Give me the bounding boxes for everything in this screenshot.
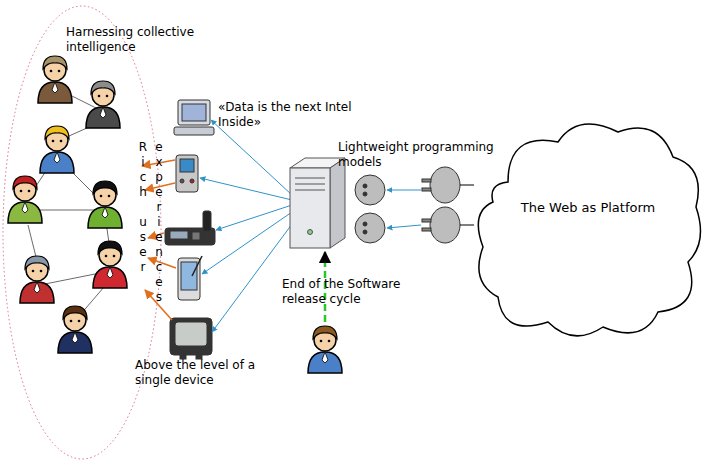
person-icon — [40, 126, 74, 173]
handheld-console-icon — [176, 155, 198, 192]
person-icon — [20, 256, 54, 303]
node-outline — [468, 112, 708, 347]
person-icon — [58, 306, 92, 353]
arrow — [216, 205, 292, 230]
plug-icon — [430, 207, 460, 243]
devices — [165, 100, 215, 359]
blue-arrows — [200, 120, 295, 332]
phone-icon — [165, 211, 215, 245]
annotation-label: End of the Software release cycle — [282, 277, 430, 307]
person-icon — [308, 326, 342, 373]
server-icon — [290, 158, 345, 248]
monitor-icon — [174, 100, 214, 135]
person-icon — [88, 181, 122, 228]
node-text: Harnessing collective intelligence — [66, 25, 211, 55]
person-icon — [38, 56, 72, 103]
socket-icon — [355, 213, 385, 243]
plug-icon — [430, 167, 460, 203]
person-icon — [93, 241, 127, 288]
vertical-label: Rich user experiences — [135, 140, 167, 305]
annotation-label: Lightweight programming models — [338, 140, 516, 170]
cloud-node: The Web as Platform — [468, 112, 708, 347]
plug-connectors — [355, 167, 474, 243]
pda-icon — [178, 256, 202, 300]
arrow — [200, 178, 292, 200]
arrow — [387, 190, 421, 191]
socket-icon — [355, 175, 385, 205]
annotation-label: Above the level of a single device — [135, 358, 270, 388]
blue-arrows — [387, 190, 421, 228]
tv-icon — [170, 318, 212, 359]
arrow — [387, 225, 421, 228]
person-icon — [8, 176, 42, 223]
node-text: The Web as Platform — [468, 200, 708, 215]
annotation-label: «Data is the next Intel Inside» — [218, 100, 358, 130]
arrow — [212, 220, 295, 332]
person-icon — [86, 81, 120, 128]
cloud-shape — [478, 124, 700, 336]
